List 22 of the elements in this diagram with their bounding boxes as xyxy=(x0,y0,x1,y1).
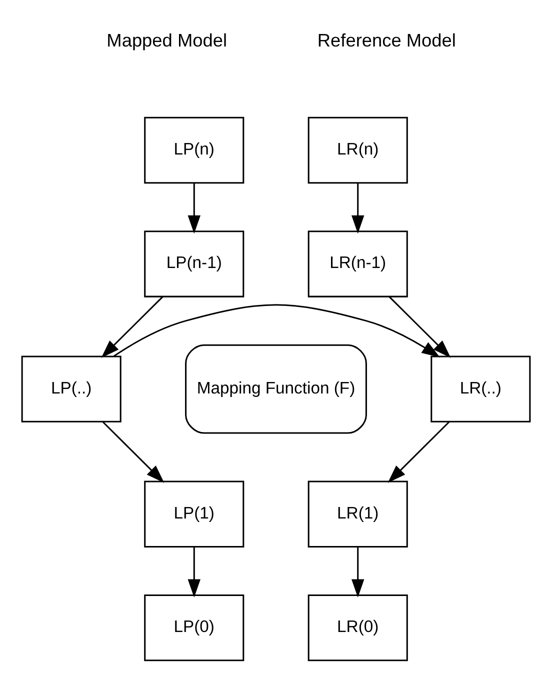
node-box: LP(n) xyxy=(144,116,244,184)
node-box: Mapping Function (F) xyxy=(185,344,367,434)
node-box: LR(..) xyxy=(430,356,531,422)
arrow xyxy=(388,421,450,483)
node-box: LR(n) xyxy=(308,116,408,184)
arrow xyxy=(352,183,364,234)
arrow xyxy=(188,183,200,234)
node-box: LR(1) xyxy=(308,480,408,548)
arrow xyxy=(101,296,164,358)
label: Mapped Model xyxy=(106,30,228,51)
arrow xyxy=(352,547,364,598)
node-box: LR(0) xyxy=(308,594,408,662)
arrow xyxy=(102,421,164,483)
arrow xyxy=(113,304,440,358)
node-box: LP(1) xyxy=(144,480,244,548)
node-box: LP(0) xyxy=(144,594,244,662)
arrow xyxy=(388,296,451,358)
node-box: LP(n-1) xyxy=(144,230,244,298)
label: Reference Model xyxy=(317,30,456,51)
arrow xyxy=(188,547,200,598)
node-box: LR(n-1) xyxy=(308,230,408,298)
node-box: LP(..) xyxy=(21,356,122,422)
